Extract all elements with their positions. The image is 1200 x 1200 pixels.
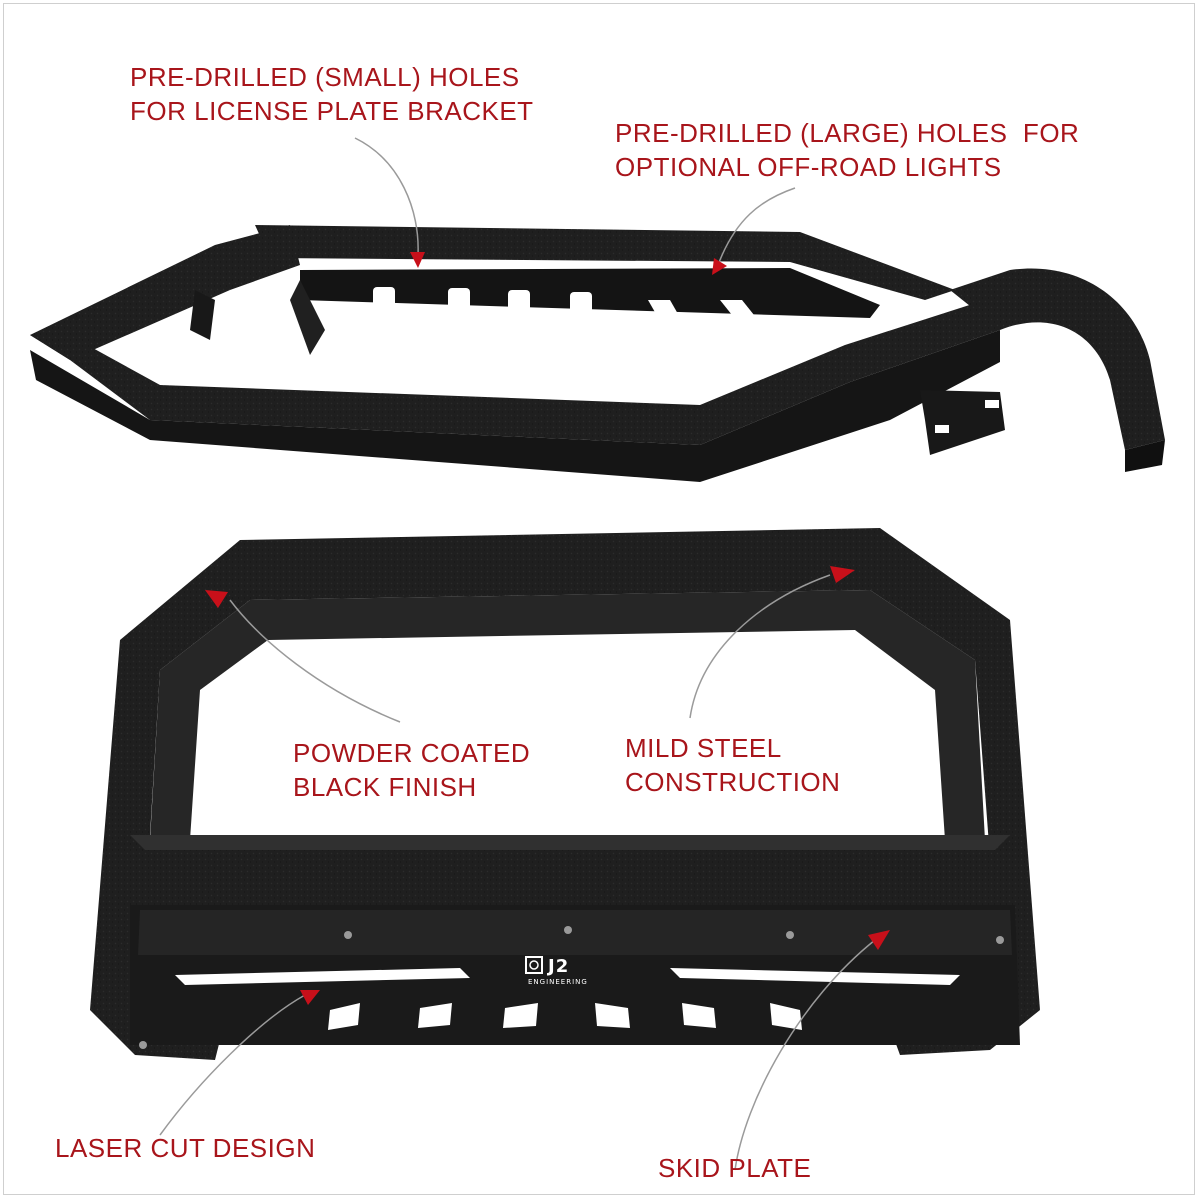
arrow-powder-coated-icon: [205, 590, 228, 608]
arrow-mild-steel-icon: [830, 566, 855, 583]
callout-laser-cut: LASER CUT DESIGN: [55, 1133, 316, 1163]
logo-subtext: ENGINEERING: [528, 978, 588, 986]
callout-mild-steel: MILD STEEL CONSTRUCTION: [625, 733, 841, 797]
callout-skid-plate: SKID PLATE: [658, 1153, 812, 1183]
front-view-bull-bar: [90, 528, 1040, 1060]
callout-small-holes: PRE-DRILLED (SMALL) HOLES FOR LICENSE PL…: [130, 62, 534, 126]
brand-logo-icon: [525, 956, 543, 974]
callout-arrowheads: [205, 252, 890, 1005]
callout-large-holes: PRE-DRILLED (LARGE) HOLES FOR OPTIONAL O…: [615, 118, 1080, 182]
arrow-large-holes-icon: [712, 258, 727, 275]
leader-lines: [159, 137, 876, 1171]
arrow-skid-plate-icon: [868, 930, 890, 950]
logo-mark: J2: [548, 956, 570, 977]
arrow-small-holes-icon: [410, 252, 425, 268]
top-view-bull-bar: [30, 225, 1165, 482]
callout-powder-coated: POWDER COATED BLACK FINISH: [293, 738, 531, 802]
arrow-laser-cut-icon: [300, 990, 320, 1005]
